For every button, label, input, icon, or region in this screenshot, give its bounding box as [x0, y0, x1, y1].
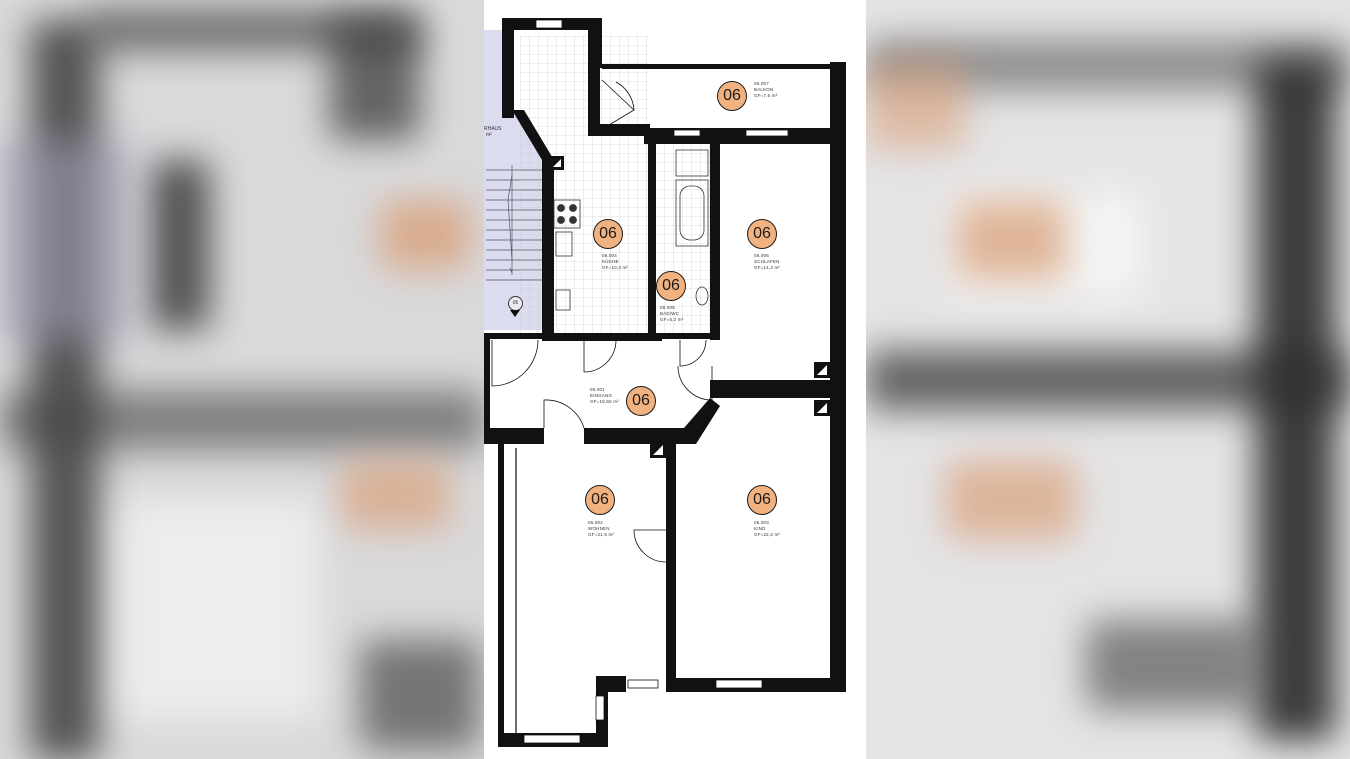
room-code: 06.002 — [588, 520, 603, 525]
room-area: GF=22,2 m² — [754, 532, 781, 537]
room-badge-schlafen: 06 — [747, 219, 777, 249]
floor-plan: 06 06.007 BALKON GF=7,5 m² 06 06.004 KÜC… — [484, 0, 866, 759]
room-info-balkon: 06.007 BALKON GF=7,5 m² — [754, 81, 777, 99]
room-info-kind: 06.003 KIND GF=22,2 m² — [754, 520, 780, 538]
bath-floor-tiles — [652, 145, 710, 335]
room-name: WOHNEN — [588, 526, 610, 531]
room-name: KIND — [754, 526, 766, 531]
room-code: 06.001 — [590, 387, 605, 392]
windows — [523, 19, 789, 744]
room-badge-kind: 06 — [747, 485, 777, 515]
stairwell-area-label: m² — [486, 132, 492, 138]
room-badge-kueche: 06 — [593, 219, 623, 249]
kitchen-floor-tiles — [520, 35, 648, 333]
stairwell-tag: 06 — [508, 296, 523, 311]
room-area: GF=10,60 m² — [590, 399, 619, 404]
room-info-wohnen: 06.002 WOHNEN GF=21,5 m² — [588, 520, 614, 538]
room-code: 06.006 — [754, 253, 769, 258]
room-code: 06.004 — [602, 253, 617, 258]
room-badge-wohnen: 06 — [585, 485, 615, 515]
bath-fixtures — [675, 149, 709, 306]
room-code: 06.007 — [754, 81, 769, 86]
room-area: GF=10,3 m² — [602, 265, 629, 270]
stairwell-label: RHAUS m² — [484, 126, 502, 138]
blurred-background-right — [866, 0, 1350, 759]
room-badge-eingang: 06 — [626, 386, 656, 416]
room-code: 06.005 — [660, 305, 675, 310]
room-name: KÜCHE — [602, 259, 619, 264]
kitchen-fixtures — [553, 199, 581, 311]
doors — [491, 79, 713, 563]
room-name: BAD/WC — [660, 311, 680, 316]
chimney-marks — [553, 159, 827, 455]
stair-direction-arrow-icon — [510, 310, 520, 317]
stairwell-name: RHAUS — [484, 126, 502, 132]
room-area: GF=7,5 m² — [754, 93, 778, 98]
blurred-background-left — [0, 0, 484, 759]
room-name: BALKON — [754, 87, 774, 92]
room-name: EINGANG — [590, 393, 613, 398]
room-info-bad: 06.005 BAD/WC GF=6,2 m² — [660, 305, 683, 323]
floor-plan-drawing — [484, 18, 846, 747]
room-badge-balkon: 06 — [717, 81, 747, 111]
room-area: GF=21,5 m² — [588, 532, 615, 537]
room-code: 06.003 — [754, 520, 769, 525]
room-info-eingang: 06.001 EINGANG GF=10,60 m² — [590, 387, 619, 405]
room-name: SCHLAFEN — [754, 259, 780, 264]
room-area: GF=6,2 m² — [660, 317, 684, 322]
room-badge-bad: 06 — [656, 271, 686, 301]
room-area: GF=14,2 m² — [754, 265, 781, 270]
room-info-schlafen: 06.006 SCHLAFEN GF=14,2 m² — [754, 253, 780, 271]
room-info-kueche: 06.004 KÜCHE GF=10,3 m² — [602, 253, 628, 271]
